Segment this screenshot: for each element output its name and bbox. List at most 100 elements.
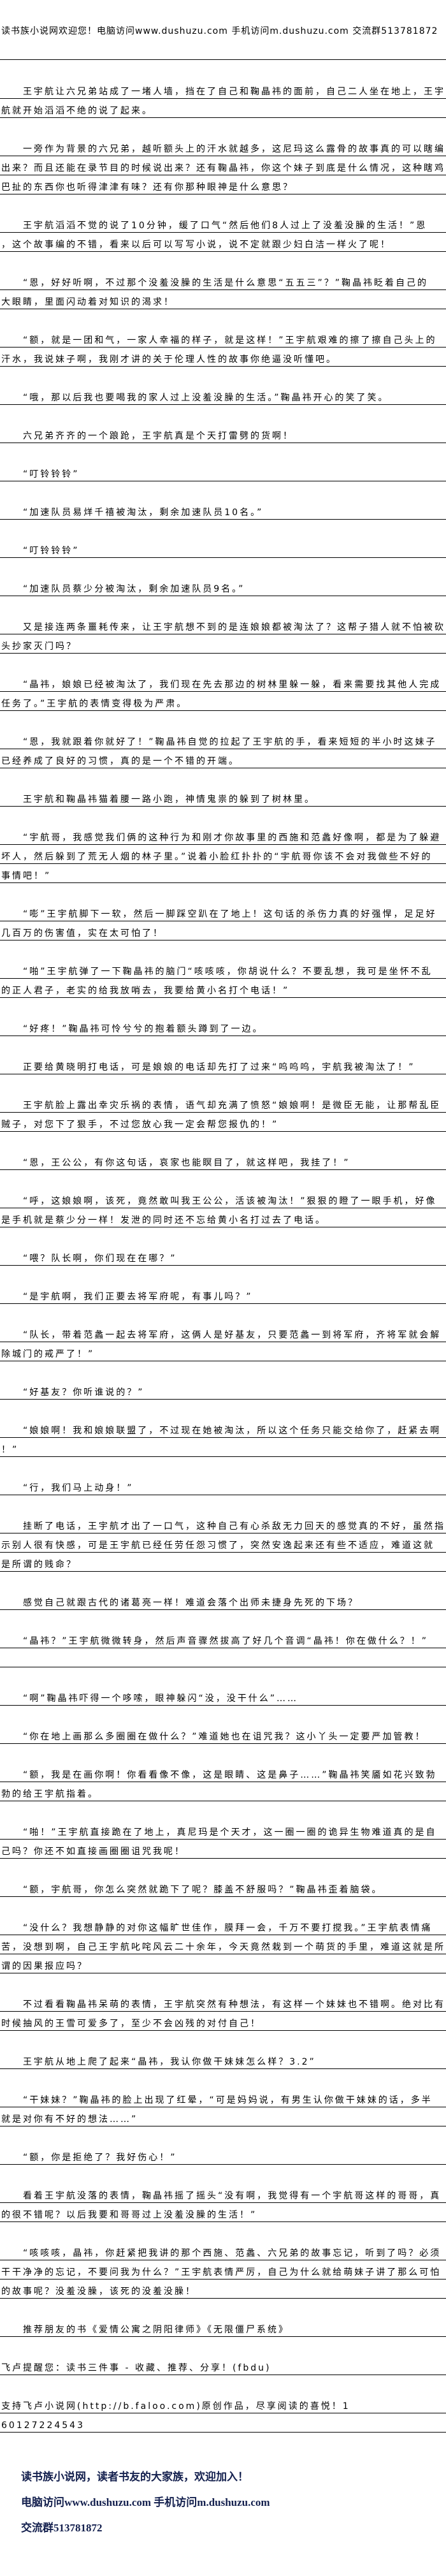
paragraph-line: 坏人，然后躲到了荒无人烟的林子里。”说着小脸红扑扑的“宇航哥你该不会对我做些不好… xyxy=(0,845,446,864)
paragraph-line: “额，你是拒绝了？我好伤心！” xyxy=(0,2146,446,2165)
site-header-banner: 读书族小说网欢迎您！电脑访问www.dushuzu.com 手机访问m.dush… xyxy=(1,26,438,36)
paragraph: 王宇航从地上爬了起来“晶祎，我认你做干妹妹怎么样？3.2” xyxy=(0,2050,446,2069)
paragraph-line: “额，我是在画你啊！你看看像不像，这是眼睛、这是鼻子……”鞠晶祎笑靥如花兴致勃 xyxy=(0,1763,446,1782)
chapter-content: 王宇航让六兄弟站成了一堵人墙，挡在了自己和鞠晶祎的面前，自己二人坐在地上，王宇航… xyxy=(0,80,446,2452)
paragraph-line: “恩，我就跟着你就好了！”鞠晶祎自觉的拉起了王宇航的手，看来短短的半小时这妹子 xyxy=(0,730,446,749)
paragraph-line: 大眼睛，里面闪动着对知识的渴求！ xyxy=(0,290,446,309)
paragraph-line xyxy=(0,1648,446,1667)
paragraph: 正要给黄晓明打电话，可是娘娘的电话却先打了过来“呜呜呜，宇航我被淘汰了！” xyxy=(0,1055,446,1074)
paragraph: “你在地上画那么多圈圈在做什么？”难道她也在诅咒我？这小丫头一定要严加管教！ xyxy=(0,1725,446,1744)
paragraph: “恩，王公公，有你这句话，哀家也能瞑目了，就这样吧，我挂了！” xyxy=(0,1151,446,1170)
footer-welcome: 读书族小说网，读者书友的大家族，欢迎加入！ xyxy=(21,2471,248,2483)
paragraph-line: 航就开始滔滔不绝的说了起来。 xyxy=(0,99,446,118)
paragraph-line: 的正人君子，老实的给我放哨去，我要给黄小名打个电话！” xyxy=(0,979,446,998)
paragraph-line: 出来？而且还能在录节目的时候说出来？还有鞠晶祎，你这个妹子到底是什么情况，这种瞎… xyxy=(0,156,446,175)
paragraph-line: “加速队员易烊千禧被淘汰，剩余加速队员10名。” xyxy=(0,501,446,520)
paragraph-line: 时候抽风的王雪可爱多了，至少不会凶残的对付自己！ xyxy=(0,2012,446,2031)
paragraph: “咳咳咳，晶祎，你赶紧把我讲的那个西施、范蠡、六兄弟的故事忘记，听到了吗？必须干… xyxy=(0,2241,446,2299)
paragraph-line: 推荐朋友的书《爱情公寓之阴阳律师》《无限僵尸系统》 xyxy=(0,2318,446,2337)
paragraph: “干妹妹？”鞠晶祎的脸上出现了红晕，“可是妈妈说，有男生认你做干妹妹的话，多半就… xyxy=(0,2088,446,2126)
paragraph: “额，宇航哥，你怎么突然就跪下了呢？膝盖不舒服吗？”鞠晶祎歪着脑袋。 xyxy=(0,1878,446,1897)
paragraph-line: 苦，没想到啊，自己王宇航叱咤风云二十余年，今天竟然栽到一个萌货的手里，难道这就是… xyxy=(0,1935,446,1954)
paragraph: “晶祎，娘娘已经被淘汰了，我们现在先去那边的树林里躲一躲，看来需要找其他人完成任… xyxy=(0,673,446,711)
paragraph-line: “恩，王公公，有你这句话，哀家也能瞑目了，就这样吧，我挂了！” xyxy=(0,1151,446,1170)
paragraph: 六兄弟齐齐的一个踉跄，王宇航真是个天打雷劈的货啊！ xyxy=(0,424,446,443)
paragraph: 感觉自己就跟古代的诸葛亮一样！难道会落个出师未捷身先死的下场？ xyxy=(0,1591,446,1610)
paragraph-line: 已经养成了良好的习惯，真的是一个不错的开端。 xyxy=(0,749,446,768)
paragraph-line: 六兄弟齐齐的一个踉跄，王宇航真是个天打雷劈的货啊！ xyxy=(0,424,446,443)
paragraph-line: “队长，带着范蠡一起去将军府，这俩人是好基友，只要范蠡一到将军府，齐将军就会解 xyxy=(0,1323,446,1342)
paragraph-line: “是宇航啊，我们正要去将军府呢，有事儿吗？” xyxy=(0,1285,446,1304)
paragraph-line: 勃的给王宇航指着。 xyxy=(0,1782,446,1801)
paragraph-line: 巴扯的东西你也听得津津有味？还有你那种眼神是什么意思？ xyxy=(0,175,446,194)
paragraph-line: “加速队员蔡少分被淘汰，剩余加速队员9名。” xyxy=(0,577,446,596)
site-footer: 读书族小说网，读者书友的大家族，欢迎加入！ 电脑访问www.dushuzu.co… xyxy=(21,2468,270,2544)
paragraph-line: ，这个故事编的不错，看来以后可以写写小说，说不定就跟少妇白洁一样火了呢！ xyxy=(0,233,446,252)
paragraph-line: “好疼！”鞠晶祎可怜兮兮的抱着额头蹲到了一边。 xyxy=(0,1017,446,1036)
paragraph: “没什么？我想静静的对你这幅旷世佳作，膜拜一会，千万不要打搅我。”王宇航表情痛苦… xyxy=(0,1916,446,1973)
paragraph-line: “晶祎？”王宇航微微转身，然后声音骤然拔高了好几个音调“晶祎！你在做什么？！” xyxy=(0,1629,446,1648)
paragraph: “嘭”王宇航脚下一软，然后一脚踩空趴在了地上！这句话的杀伤力真的好强悍，足足好几… xyxy=(0,902,446,940)
paragraph-line: 王宇航让六兄弟站成了一堵人墙，挡在了自己和鞠晶祎的面前，自己二人坐在地上，王宇 xyxy=(0,80,446,99)
paragraph: 一旁作为背景的六兄弟，越听额头上的汗水就越多，这尼玛这么露骨的故事真的可以瞎编出… xyxy=(0,137,446,194)
paragraph-line: “额，宇航哥，你怎么突然就跪下了呢？膝盖不舒服吗？”鞠晶祎歪着脑袋。 xyxy=(0,1878,446,1897)
paragraph: 飞卢提醒您：读书三件事 - 收藏、推荐、分享！(fbdu) xyxy=(0,2356,446,2375)
paragraph-line: 汗水，我说妹子啊，我刚才讲的关于伦理人性的故事你绝逼没听懂吧。 xyxy=(0,348,446,367)
paragraph: “哦，那以后我也要喝我的家人过上没羞没臊的生活。”鞠晶祎开心的笑了笑。 xyxy=(0,386,446,405)
paragraph: “好疼！”鞠晶祎可怜兮兮的抱着额头蹲到了一边。 xyxy=(0,1017,446,1036)
paragraph-line: “没什么？我想静静的对你这幅旷世佳作，膜拜一会，千万不要打搅我。”王宇航表情痛 xyxy=(0,1916,446,1935)
paragraph: “喂？队长啊，你们现在在哪？” xyxy=(0,1247,446,1266)
paragraph-line: 己吗？你还不如直接画圈圈诅咒我呢！ xyxy=(0,1840,446,1859)
paragraph: “额，我是在画你啊！你看看像不像，这是眼睛、这是鼻子……”鞠晶祎笑靥如花兴致勃勃… xyxy=(0,1763,446,1801)
paragraph-line: 王宇航脸上露出幸灾乐祸的表情，语气却充满了愤怒“娘娘啊！是微臣无能，让那帮乱臣 xyxy=(0,1094,446,1113)
paragraph-line: “晶祎，娘娘已经被淘汰了，我们现在先去那边的树林里躲一躲，看来需要找其他人完成 xyxy=(0,673,446,692)
paragraph-line: 是所谓的贱命？ xyxy=(0,1553,446,1572)
paragraph: “恩，我就跟着你就好了！”鞠晶祎自觉的拉起了王宇航的手，看来短短的半小时这妹子已… xyxy=(0,730,446,768)
paragraph-line: 几百万的伤害值，实在太可怕了！ xyxy=(0,921,446,940)
paragraph-line: 的很不错呢？以后我要和哥哥过上没羞没臊的生活！” xyxy=(0,2203,446,2222)
paragraph-line: “啪！”王宇航直接跪在了地上，真尼玛是个天才，这一圈一圈的诡异生物难道真的是自 xyxy=(0,1820,446,1840)
paragraph: “啊”鞠晶祎吓得一个哆嗦，眼神躲闪“没，没干什么”…… xyxy=(0,1687,446,1706)
paragraph-line: 就是对你有不好的想法……” xyxy=(0,2107,446,2126)
paragraph-line: “咳咳咳，晶祎，你赶紧把我讲的那个西施、范蠡、六兄弟的故事忘记，听到了吗？必须 xyxy=(0,2241,446,2260)
paragraph-line: 王宇航和鞠晶祎猫着腰一路小跑，神情鬼祟的躲到了树林里。 xyxy=(0,787,446,807)
paragraph: 推荐朋友的书《爱情公寓之阴阳律师》《无限僵尸系统》 xyxy=(0,2318,446,2337)
paragraph-line: “干妹妹？”鞠晶祎的脸上出现了红晕，“可是妈妈说，有男生认你做干妹妹的话，多半 xyxy=(0,2088,446,2107)
paragraph-line: “你在地上画那么多圈圈在做什么？”难道她也在诅咒我？这小丫头一定要严加管教！ xyxy=(0,1725,446,1744)
paragraph-line: 王宇航从地上爬了起来“晶祎，我认你做干妹妹怎么样？3.2” xyxy=(0,2050,446,2069)
paragraph-line: 除城门的戒严了！” xyxy=(0,1342,446,1361)
paragraph-line: “呼，这娘娘啊，该死，竟然敢叫我王公公，活该被淘汰！”狠狠的瞪了一眼手机，好像 xyxy=(0,1189,446,1208)
paragraph-line: ！” xyxy=(0,1438,446,1457)
paragraph-line: “啊”鞠晶祎吓得一个哆嗦，眼神躲闪“没，没干什么”…… xyxy=(0,1687,446,1706)
paragraph-line: “叮铃铃铃” xyxy=(0,539,446,558)
paragraph: “恩，好好听啊，不过那个没羞没臊的生活是什么意思“五五三”？”鞠晶祎眨着自己的大… xyxy=(0,271,446,309)
paragraph: 王宇航和鞠晶祎猫着腰一路小跑，神情鬼祟的躲到了树林里。 xyxy=(0,787,446,807)
paragraph-line: 又是接连两条噩耗传来，让王宇航想不到的是连娘娘都被淘汰了？这帮子猎人就不怕被砍 xyxy=(0,615,446,634)
paragraph-line: 感觉自己就跟古代的诸葛亮一样！难道会落个出师未捷身先死的下场？ xyxy=(0,1591,446,1610)
paragraph: “叮铃铃铃” xyxy=(0,539,446,558)
paragraph-line: 贼子，对您下了狠手，不过您放心我一定会帮您报仇的！” xyxy=(0,1113,446,1132)
paragraph: 王宇航让六兄弟站成了一堵人墙，挡在了自己和鞠晶祎的面前，自己二人坐在地上，王宇航… xyxy=(0,80,446,118)
paragraph-line: “好基友？你听谁说的？” xyxy=(0,1380,446,1400)
paragraph-line: 任务了。”王宇航的表情变得极为严肃。 xyxy=(0,692,446,711)
paragraph: “队长，带着范蠡一起去将军府，这俩人是好基友，只要范蠡一到将军府，齐将军就会解除… xyxy=(0,1323,446,1361)
paragraph-line: 示别人很有快感，可是王宇航已经任劳任怨习惯了，突然安逸起来还有些不适应，难道这就 xyxy=(0,1533,446,1553)
paragraph-line: 王宇航滔滔不觉的说了10分钟，缓了口气“然后他们8人过上了没羞没臊的生活！”恩 xyxy=(0,214,446,233)
paragraph-line: 不过看看鞠晶祎呆萌的表情，王宇航突然有种想法，有这样一个妹妹也不错啊。绝对比有 xyxy=(0,1993,446,2012)
paragraph: “是宇航啊，我们正要去将军府呢，有事儿吗？” xyxy=(0,1285,446,1304)
paragraph-line: 飞卢提醒您：读书三件事 - 收藏、推荐、分享！(fbdu) xyxy=(0,2356,446,2375)
footer-site-links[interactable]: 电脑访问www.dushuzu.com 手机访问m.dushuzu.com xyxy=(21,2496,270,2508)
paragraph-line: “行，我们马上动身！” xyxy=(0,1476,446,1495)
paragraph-line: “喂？队长啊，你们现在在哪？” xyxy=(0,1247,446,1266)
paragraph-line: “啪”王宇航弹了一下鞠晶祎的脑门“咳咳咳，你胡说什么？不要乱想，我可是坐怀不乱 xyxy=(0,960,446,979)
paragraph-line: “额，就是一团和气，一家人幸福的样子，就是这样！”王宇航艰难的擦了擦自己头上的 xyxy=(0,328,446,348)
paragraph-line: “宇航哥，我感觉我们俩的这种行为和刚才你故事里的西施和范蠡好像啊，都是为了躲避 xyxy=(0,826,446,845)
paragraph-line: “叮铃铃铃” xyxy=(0,462,446,481)
paragraph-line: 正要给黄晓明打电话，可是娘娘的电话却先打了过来“呜呜呜，宇航我被淘汰了！” xyxy=(0,1055,446,1074)
paragraph: 支持飞卢小说网(http://b.faloo.com)原创作品，尽享阅读的喜悦！… xyxy=(0,2394,446,2433)
paragraph-line: “娘娘啊！我和娘娘联盟了，不过现在她被淘汰，所以这个任务只能交给你了，赶紧去啊 xyxy=(0,1419,446,1438)
header-divider xyxy=(0,59,446,60)
paragraph: 王宇航滔滔不觉的说了10分钟，缓了口气“然后他们8人过上了没羞没臊的生活！”恩，… xyxy=(0,214,446,252)
paragraph: 看着王宇航没落的表情，鞠晶祎摇了摇头“没有啊，我觉得有一个宇航哥这样的哥哥，真的… xyxy=(0,2184,446,2222)
paragraph: “加速队员易烊千禧被淘汰，剩余加速队员10名。” xyxy=(0,501,446,520)
